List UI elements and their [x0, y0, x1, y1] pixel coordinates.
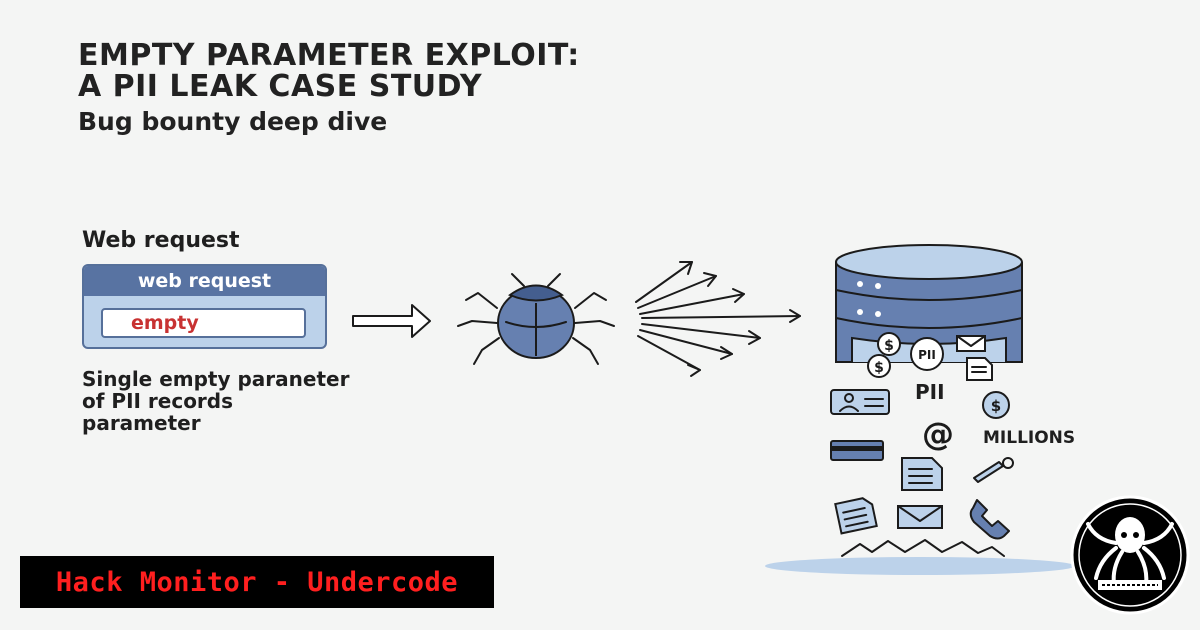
request-caption: Single empty paraneter of PII records pa… — [82, 368, 349, 434]
web-request-box: web request empty — [82, 264, 327, 349]
phone-icon — [969, 499, 1010, 540]
page-title-line-2: A PII LEAK CASE STUDY — [78, 69, 483, 104]
millions-label: MILLIONS — [983, 428, 1076, 448]
title-block: EMPTY PARAMETER EXPLOIT: A PII LEAK CASE… — [78, 40, 580, 136]
bug-icon — [457, 273, 615, 365]
brand-label: Hack Monitor - Undercode — [55, 566, 459, 598]
request-caption-line-1: Single empty paraneter — [82, 367, 350, 391]
empty-parameter-field: empty — [101, 308, 306, 338]
dollar-coin-icon: $ — [877, 332, 901, 356]
brand-banner: Hack Monitor - Undercode — [20, 556, 494, 608]
envelope-icon — [897, 505, 943, 529]
envelope-small-icon — [956, 335, 986, 352]
right-arrow-icon — [352, 304, 431, 338]
dollar-coin-icon: $ — [867, 354, 891, 378]
web-request-heading: Web request — [82, 228, 240, 253]
credit-card-icon — [830, 440, 884, 461]
spray-arrows-icon — [635, 261, 801, 377]
document-icon — [966, 357, 993, 381]
document-icon — [834, 497, 878, 535]
web-request-box-header: web request — [84, 266, 325, 296]
svg-text:$: $ — [884, 338, 894, 354]
at-sign-icon: @ — [922, 415, 954, 453]
leak-splash — [841, 539, 1005, 557]
page-title-line-1: EMPTY PARAMETER EXPLOIT: — [78, 38, 580, 73]
page-subtitle: Bug bounty deep dive — [78, 107, 388, 136]
dollar-coin-icon: $ — [982, 391, 1010, 419]
request-caption-line-3: parameter — [82, 411, 201, 435]
pii-label: PII — [915, 380, 945, 404]
document-icon — [901, 457, 943, 491]
pii-coin-icon: PII — [910, 337, 944, 371]
octopus-logo-icon — [1070, 495, 1190, 615]
key-icon — [973, 457, 1014, 483]
svg-text:$: $ — [874, 360, 884, 376]
request-caption-line-2: of PII records — [82, 389, 234, 413]
svg-text:$: $ — [991, 397, 1001, 415]
leak-puddle — [765, 557, 1075, 575]
id-card-icon — [830, 389, 890, 415]
pii-coin-label: PII — [918, 348, 936, 362]
